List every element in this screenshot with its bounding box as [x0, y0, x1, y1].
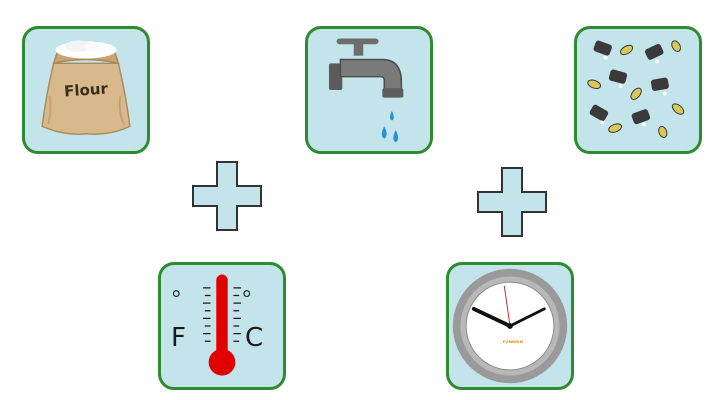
clock-icon	[452, 268, 568, 384]
clock-brand-label: FUMBRIM	[502, 339, 524, 344]
plus-sign-left	[191, 160, 263, 232]
plus-sign-right	[476, 166, 548, 238]
thermometer-card: F C	[158, 262, 286, 390]
thermometer-icon	[172, 274, 251, 376]
plus-icon	[477, 167, 547, 237]
celsius-label: C	[245, 323, 264, 353]
plus-icon	[192, 161, 262, 231]
flour-sack-icon	[41, 40, 131, 135]
flour-card: Flour	[22, 26, 150, 154]
water-faucet-icon	[328, 38, 404, 143]
water-card	[305, 26, 433, 154]
fahrenheit-label: F	[171, 323, 186, 353]
yeast-card	[574, 26, 702, 154]
yeast-icon	[587, 40, 685, 138]
clock-card: FUMBRIM	[446, 262, 574, 390]
